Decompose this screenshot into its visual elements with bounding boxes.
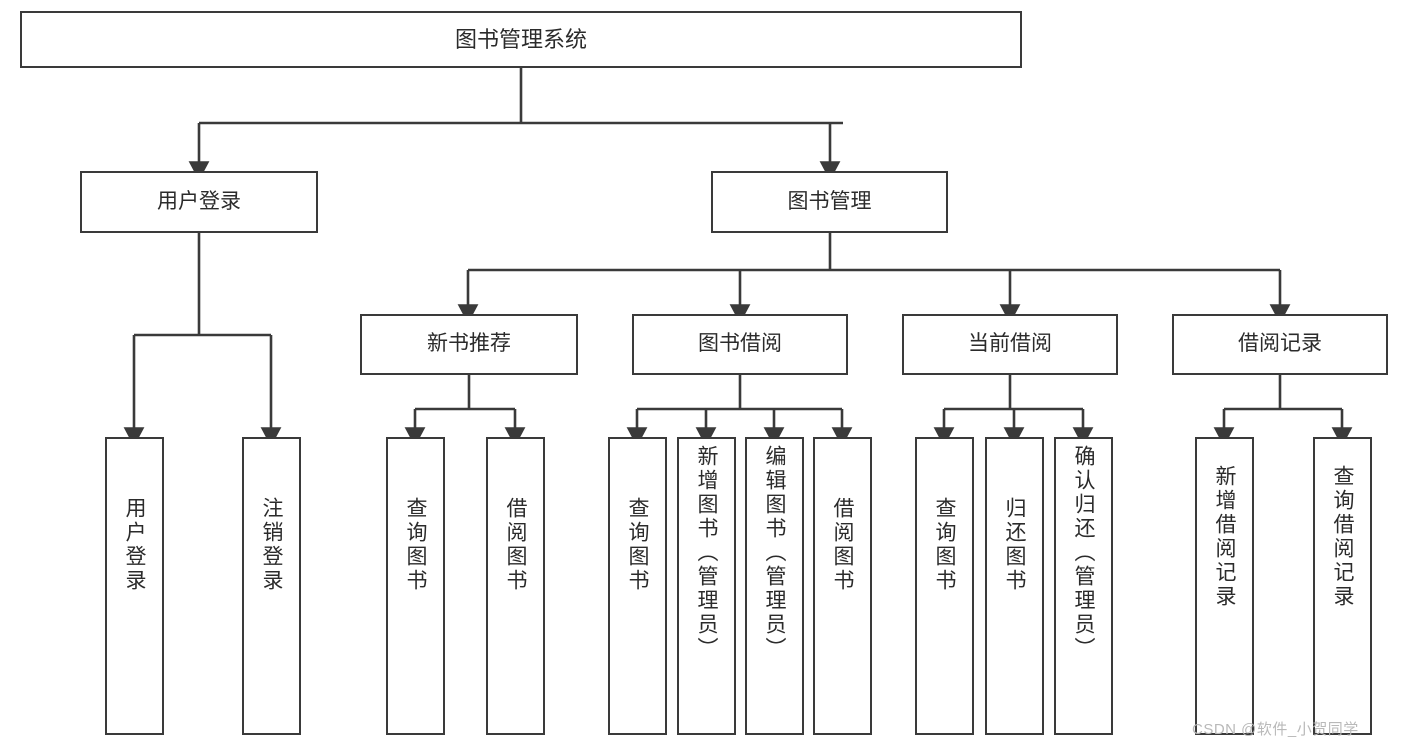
node-book-manage[interactable]: 图书管理: [711, 171, 948, 233]
node-leaf-query-book-rec[interactable]: 查询图书: [386, 437, 445, 735]
node-root[interactable]: 图书管理系统: [20, 11, 1022, 68]
node-leaf-query-book-cb[interactable]: 查询图书: [915, 437, 974, 735]
node-leaf-logout-label: 注销登录: [260, 497, 283, 593]
csdn-watermark: CSDN @软件_小贺同学: [1192, 721, 1359, 738]
node-leaf-borrow-book-bw-label: 借阅图书: [831, 497, 854, 593]
node-leaf-add-book[interactable]: 新增图书（管理员）: [677, 437, 736, 735]
node-new-book-rec-label: 新书推荐: [427, 332, 511, 356]
node-leaf-query-book-bw-label: 查询图书: [626, 497, 649, 593]
node-borrow-record[interactable]: 借阅记录: [1172, 314, 1388, 375]
node-leaf-return-book-label: 归还图书: [1003, 497, 1026, 593]
node-leaf-borrow-book-rec[interactable]: 借阅图书: [486, 437, 545, 735]
node-leaf-add-record-label: 新增借阅记录: [1213, 465, 1236, 609]
node-leaf-confirm-return[interactable]: 确认归还（管理员）: [1054, 437, 1113, 735]
node-leaf-user-login[interactable]: 用户登录: [105, 437, 164, 735]
node-leaf-query-record-label: 查询借阅记录: [1331, 465, 1354, 609]
node-leaf-add-book-label: 新增图书（管理员）: [695, 445, 718, 661]
node-leaf-user-login-label: 用户登录: [123, 497, 146, 593]
node-leaf-edit-book-label: 编辑图书（管理员）: [763, 445, 786, 661]
node-leaf-return-book[interactable]: 归还图书: [985, 437, 1044, 735]
node-leaf-query-book-cb-label: 查询图书: [933, 497, 956, 593]
node-leaf-confirm-return-label: 确认归还（管理员）: [1072, 445, 1095, 661]
node-current-borrow[interactable]: 当前借阅: [902, 314, 1118, 375]
node-leaf-edit-book[interactable]: 编辑图书（管理员）: [745, 437, 804, 735]
node-book-manage-label: 图书管理: [787, 189, 872, 213]
node-leaf-borrow-book-rec-label: 借阅图书: [504, 497, 527, 593]
node-book-borrow[interactable]: 图书借阅: [632, 314, 848, 375]
node-current-borrow-label: 当前借阅: [968, 332, 1052, 356]
node-book-borrow-label: 图书借阅: [698, 332, 782, 356]
node-leaf-logout[interactable]: 注销登录: [242, 437, 301, 735]
node-root-label: 图书管理系统: [454, 26, 587, 52]
node-user-login-label: 用户登录: [157, 189, 241, 213]
node-leaf-query-book-bw[interactable]: 查询图书: [608, 437, 667, 735]
node-leaf-add-record[interactable]: 新增借阅记录: [1195, 437, 1254, 735]
node-new-book-rec[interactable]: 新书推荐: [360, 314, 578, 375]
node-user-login[interactable]: 用户登录: [80, 171, 318, 233]
node-leaf-query-book-rec-label: 查询图书: [404, 497, 427, 593]
node-leaf-query-record[interactable]: 查询借阅记录: [1313, 437, 1372, 735]
node-leaf-borrow-book-bw[interactable]: 借阅图书: [813, 437, 872, 735]
node-borrow-record-label: 借阅记录: [1238, 332, 1322, 356]
